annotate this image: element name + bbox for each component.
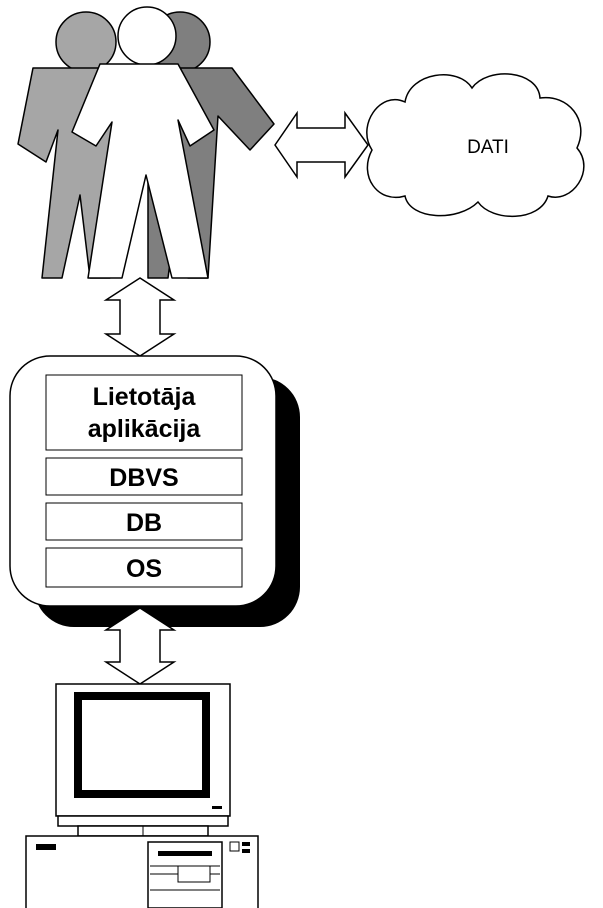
- monitor-base: [57, 815, 229, 827]
- cloud-icon: [366, 73, 585, 217]
- unit-indicator-filled: [242, 842, 250, 846]
- unit-indicator-outline: [229, 841, 240, 852]
- layer-os-label: OS: [126, 555, 162, 583]
- software-stack: Lietotāja aplikācija DBVS DB OS: [9, 355, 300, 627]
- layer-dbms-label: DBVS: [109, 464, 178, 492]
- layer-user-application-line2: aplikācija: [88, 415, 202, 443]
- system-unit: [25, 835, 259, 908]
- layer-user-application: Lietotāja aplikācija: [45, 374, 243, 451]
- person-center-icon: [71, 6, 215, 279]
- layer-db-label: DB: [126, 509, 162, 537]
- users-group: [17, 6, 275, 279]
- cloud-label: DATI: [467, 137, 509, 158]
- layer-db: DB: [45, 502, 243, 541]
- layer-dbms: DBVS: [45, 457, 243, 496]
- layer-user-application-line1: Lietotāja: [93, 383, 197, 411]
- computer-icon: [25, 683, 259, 908]
- data-cloud: DATI: [366, 73, 585, 217]
- monitor-button: [212, 806, 222, 809]
- users-data-double-arrow: [274, 110, 369, 180]
- users-stack-double-arrow: [103, 277, 177, 357]
- layer-os: OS: [45, 547, 243, 588]
- monitor-screen: [74, 692, 210, 798]
- power-indicator: [36, 844, 56, 850]
